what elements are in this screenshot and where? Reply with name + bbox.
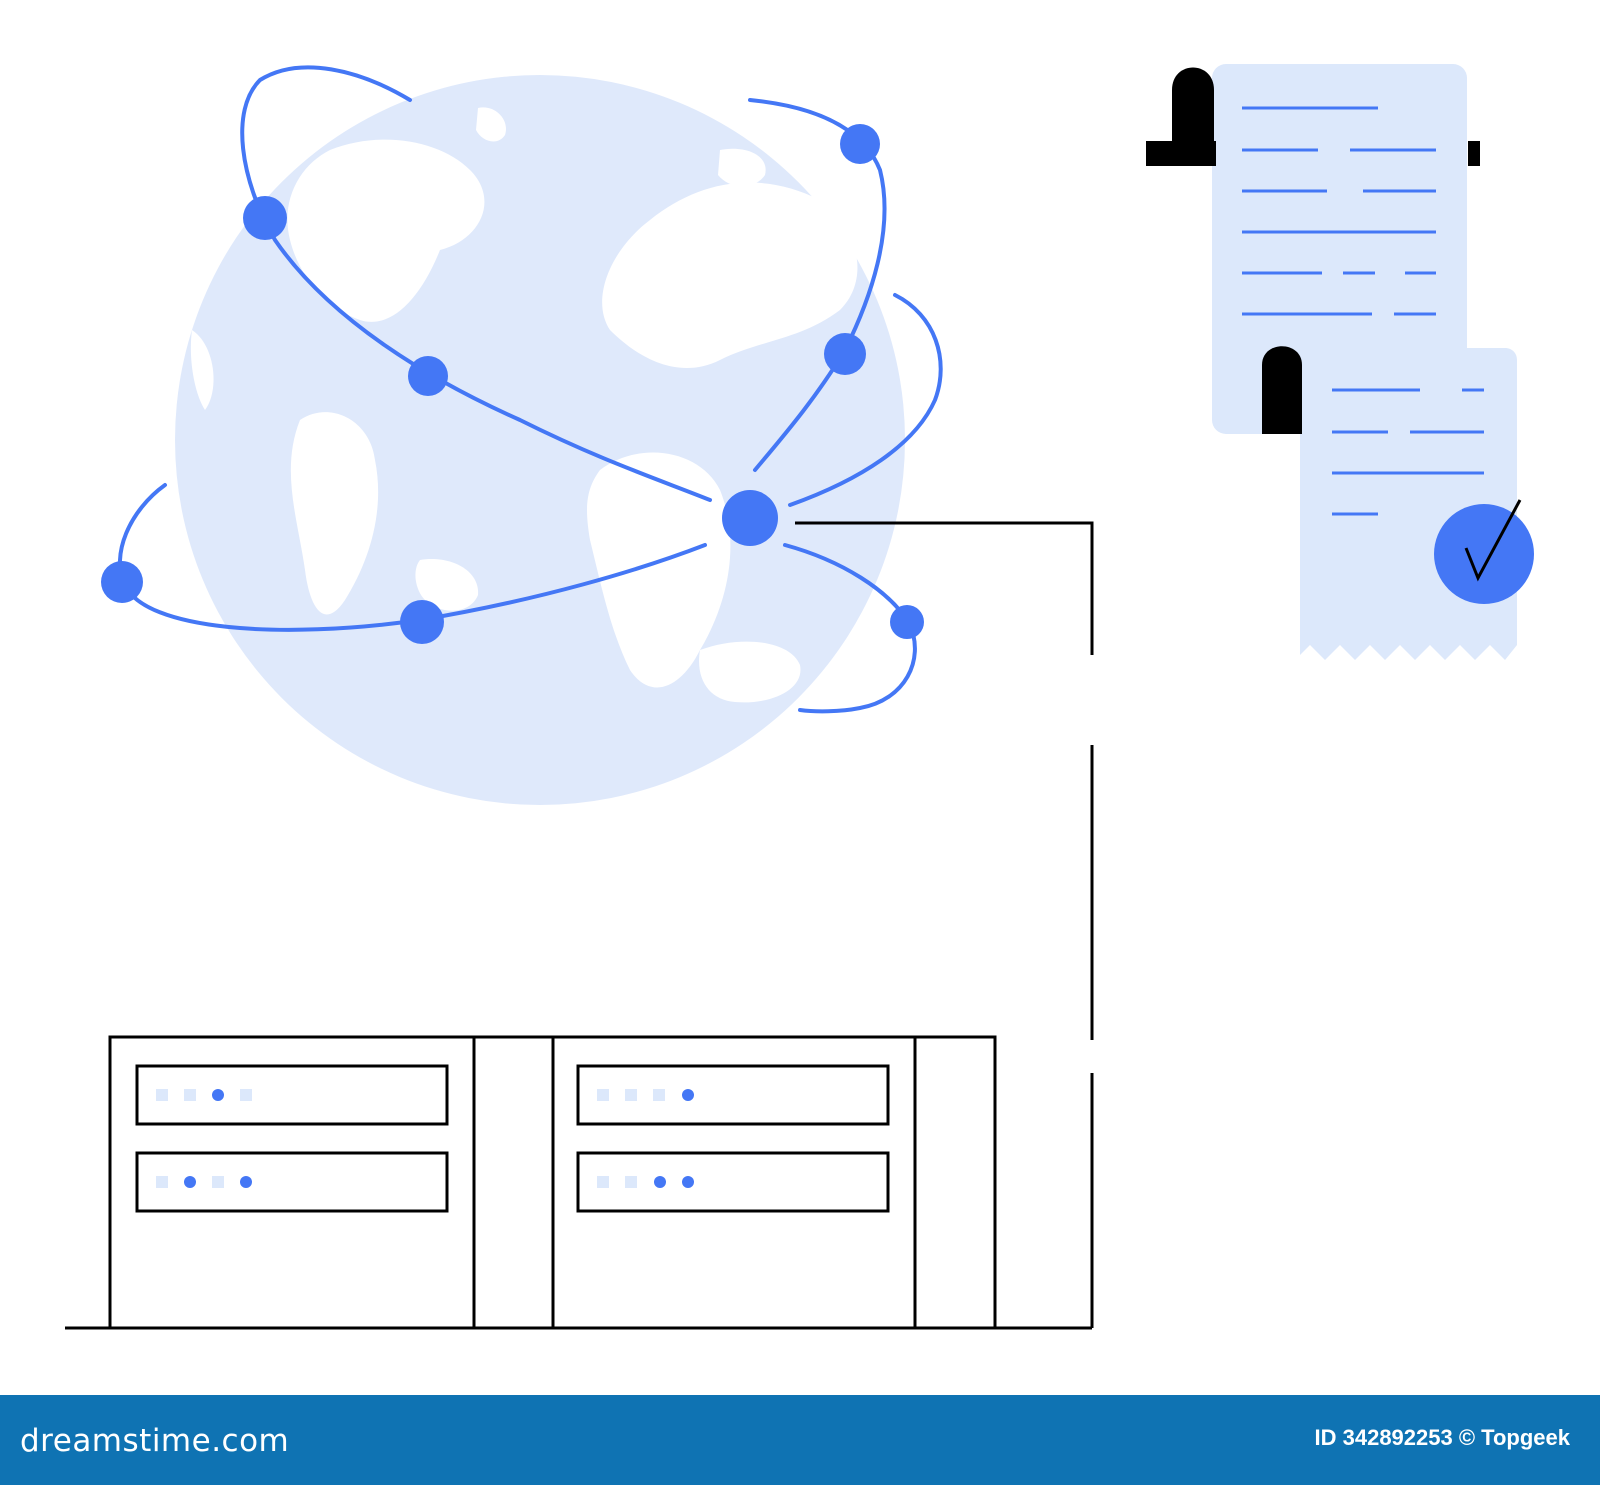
document-text-lines-1 — [1242, 106, 1436, 316]
orbit-lines — [118, 65, 943, 714]
server-drawer — [576, 1151, 890, 1213]
server-rack-icon — [65, 1035, 1092, 1330]
illustration — [65, 64, 1534, 1330]
check-mark-icon — [1464, 499, 1522, 582]
receipt-sheet — [1300, 348, 1517, 660]
network-node-icon — [400, 600, 444, 644]
network-node-icon — [890, 605, 924, 639]
orbit-nodes — [101, 124, 924, 644]
network-node-icon — [408, 356, 448, 396]
watermark-footer-bar: dreamstime.com ID 342892253 © Topgeek — [0, 1395, 1600, 1485]
globe-sphere — [175, 75, 905, 805]
receipt-icon — [1262, 346, 1534, 660]
server-lights — [156, 1089, 252, 1188]
network-node-icon — [243, 196, 287, 240]
network-node-icon — [101, 561, 143, 603]
receipt-text-lines — [1332, 388, 1484, 516]
brand-logo-text[interactable]: dreamstime.com — [20, 1423, 290, 1459]
document-sheet-1 — [1212, 64, 1467, 434]
photo-id-credit: ID 342892253 © Topgeek — [1314, 1425, 1571, 1450]
orbit-path-3 — [118, 483, 707, 632]
document-scroll-icon — [1146, 64, 1480, 434]
server-drawer — [135, 1151, 449, 1213]
orbit-path-5 — [783, 543, 917, 714]
server-unit-left — [135, 1064, 449, 1213]
check-badge-circle — [1434, 504, 1534, 604]
illustration-canvas — [65, 64, 1534, 1330]
scroll-roll-top — [1172, 67, 1214, 152]
network-node-icon — [840, 124, 880, 164]
server-lights — [597, 1089, 694, 1188]
receipt-roll — [1262, 346, 1302, 434]
connector-lines — [795, 521, 1094, 1328]
connector-segment-1 — [795, 521, 1094, 655]
orbit-path-4 — [788, 293, 943, 507]
globe-continents — [190, 107, 858, 703]
server-drawer — [135, 1064, 449, 1126]
server-drawer — [576, 1064, 890, 1126]
orbit-path-1 — [240, 65, 712, 502]
check-badge-icon — [1434, 499, 1534, 604]
scroll-rod-right — [1468, 141, 1480, 166]
orbit-path-2 — [748, 98, 887, 472]
network-node-icon — [824, 333, 866, 375]
globe-icon — [175, 75, 905, 805]
network-hub-node-icon — [722, 490, 778, 546]
server-unit-right — [576, 1064, 890, 1213]
